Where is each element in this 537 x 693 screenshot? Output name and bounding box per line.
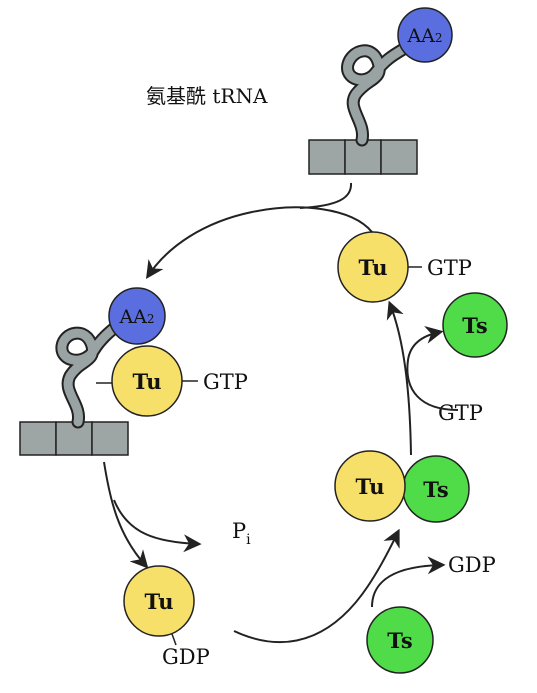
aa2-label-left: AA2 [118,306,154,328]
arrow-gdp-release [371,556,446,608]
ts-released: Ts [442,292,508,358]
arrow-down-to-tu-gdp [103,461,149,569]
ts-label-bottom: Ts [387,628,413,653]
gtp-label-left: GTP [203,370,248,394]
arrow-ts-release [406,326,459,411]
arrow-complex-to-tu-gtp [386,300,412,456]
aa2-sphere-left: AA2 [108,287,166,345]
trna-strand-left [55,311,133,429]
tu-ts-complex: Ts Tu [334,450,470,523]
pi-label: Pi [232,519,251,548]
tu-label-left: Tu [133,369,162,394]
ts-bottom: Ts [366,606,434,674]
trna-top: AA2 [308,7,453,175]
trna-left: AA2 Tu GTP [19,287,248,456]
arrow-tu-gdp-to-complex [233,528,400,644]
aminoacyl-trna-label: 氨基酰 tRNA [146,84,268,108]
arrow-to-left-trna [146,206,373,279]
tu-label-right: Tu [359,255,388,280]
gtp-label-right: GTP [427,256,472,280]
arrows [103,182,459,644]
aa2-sphere-top: AA2 [397,7,453,63]
tu-label-bottom: Tu [145,589,174,614]
ts-label-complex: Ts [423,477,449,502]
arrow-pi-release [113,499,202,553]
gtp-label-input: GTP [438,401,483,425]
gdp-label-released: GDP [448,553,496,577]
ribosome-block-left [19,421,129,456]
tu-gtp-right: Tu GTP [337,231,472,303]
trna-strand-top [341,39,415,147]
ts-label-released: Ts [462,313,488,338]
arrow-trna-descend [299,182,353,209]
tu-gtp-left: Tu GTP [111,345,248,417]
tu-gdp-bottom: Tu GDP [123,565,210,669]
gdp-label-bottom: GDP [162,645,210,669]
aa2-label-top: AA2 [406,25,442,47]
tu-label-complex: Tu [356,474,385,499]
